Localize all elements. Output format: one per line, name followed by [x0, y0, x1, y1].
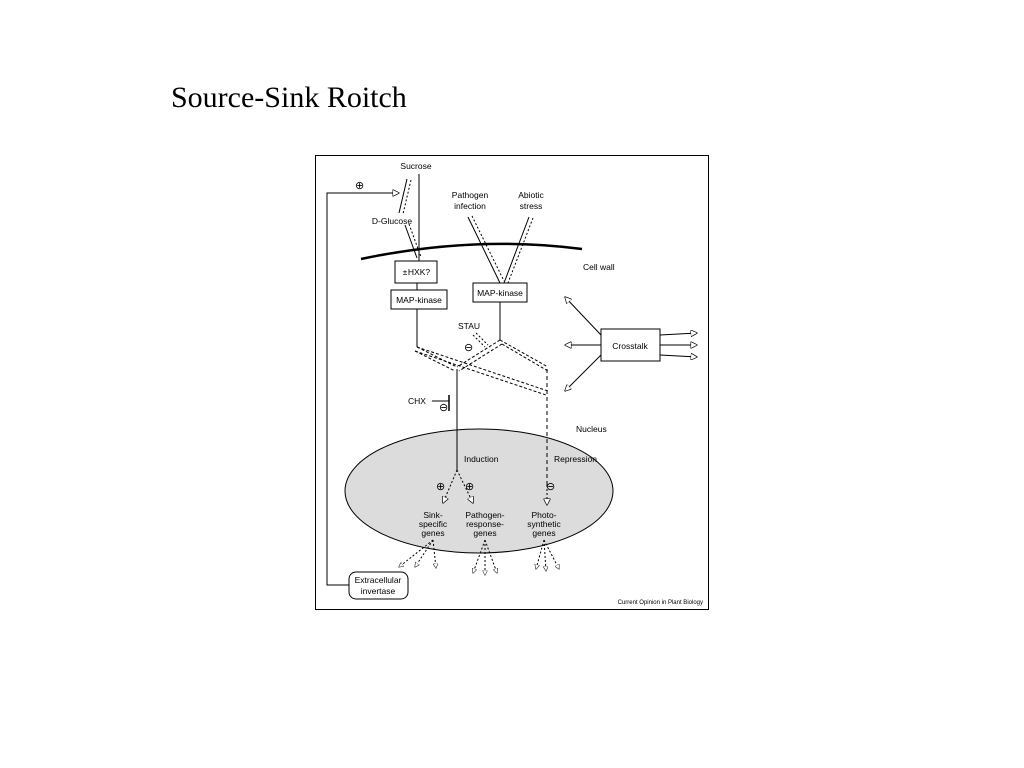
signaling-diagram: Sucrose D-Glucose Pathogen infection Abi… [315, 155, 709, 610]
induction-label: Induction [464, 454, 499, 464]
sink-plus-icon: ⊕ [436, 481, 445, 493]
sink-genes-line2: specific [419, 519, 448, 529]
sucrose-to-glucose-arrow [398, 178, 422, 259]
crosstalk-label: Crosstalk [612, 341, 648, 351]
invertase-box [348, 571, 409, 600]
photo-genes-line1: Photo- [531, 510, 556, 520]
figure-credit: Current Opinion in Plant Biology [618, 600, 703, 606]
stau-label: STAU [458, 321, 480, 331]
stau-minus-icon: ⊖ [464, 342, 473, 354]
crosstalk-box [600, 328, 661, 362]
hxk-sign: ± [403, 267, 408, 277]
photo-minus-icon: ⊖ [546, 481, 555, 493]
nucleus-ellipse [344, 428, 614, 554]
chx-label: CHX [408, 396, 426, 406]
gene-output-arrows [399, 539, 559, 575]
induction-split-arrows [443, 469, 547, 505]
abiotic-label-line2: stress [520, 201, 543, 211]
cell-wall-label: Cell wall [583, 262, 615, 272]
map-kinase-left-box [390, 289, 448, 310]
sink-genes-line3: genes [421, 528, 444, 538]
map-kinase-right-label: MAP-kinase [477, 288, 523, 298]
feedback-plus-icon: ⊕ [355, 180, 364, 192]
invertase-line1: Extracellular [355, 575, 402, 585]
pathogen-plus-icon: ⊕ [465, 481, 474, 493]
crosstalk-arrows [565, 297, 697, 391]
pathogen-label-line1: Pathogen [452, 190, 489, 200]
invertase-line2: invertase [361, 586, 396, 596]
chx-minus-icon: ⊖ [439, 402, 448, 414]
hxk-box [394, 260, 438, 284]
map-kinase-left-label: MAP-kinase [396, 295, 442, 305]
sink-genes-line1: Sink- [423, 510, 443, 520]
sucrose-label: Sucrose [400, 161, 431, 171]
photo-genes-line2: synthetic [527, 519, 561, 529]
repression-label: Repression [554, 454, 597, 464]
d-glucose-label: D-Glucose [372, 216, 412, 226]
pathogen-label-line2: infection [454, 201, 486, 211]
cell-wall-line [360, 242, 583, 261]
stress-input-arrows [467, 215, 534, 284]
invertase-feedback-arrow [326, 193, 399, 586]
pathogen-genes-line1: Pathogen- [465, 510, 504, 520]
nucleus-label: Nucleus [576, 424, 607, 434]
pathogen-genes-line2: response- [466, 519, 504, 529]
abiotic-label-line1: Abiotic [518, 190, 544, 200]
hxk-label: HXK? [408, 267, 430, 277]
crossing-signal-lines [414, 339, 549, 396]
photo-genes-line3: genes [532, 528, 555, 538]
pathogen-genes-line3: genes [473, 528, 496, 538]
slide-title: Source-Sink Roitch [171, 81, 407, 114]
